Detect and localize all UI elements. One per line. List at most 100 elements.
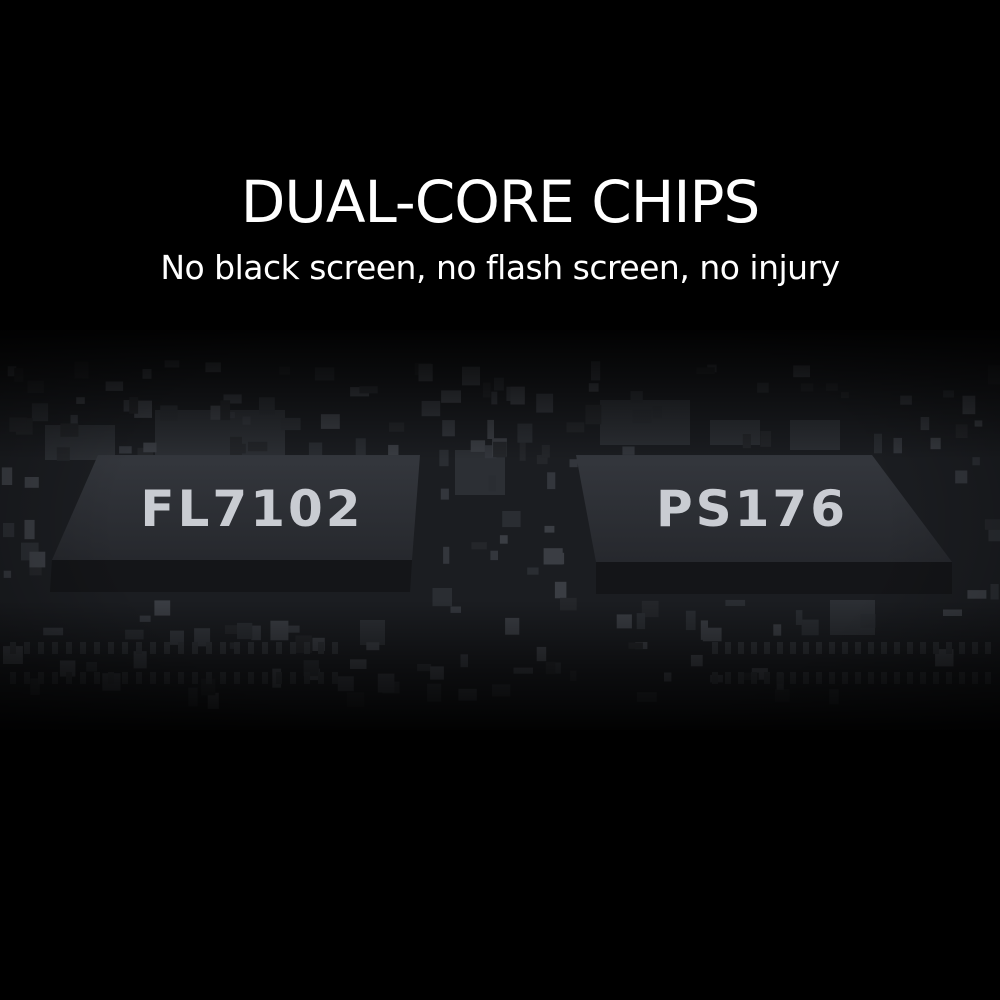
- component-smd: [1, 467, 13, 485]
- component-smd: [139, 615, 151, 622]
- pin: [206, 642, 212, 654]
- component-smd: [74, 361, 89, 379]
- pin: [738, 642, 744, 654]
- pin: [52, 642, 58, 654]
- component-smd: [757, 382, 769, 393]
- component-smd: [685, 610, 696, 631]
- component-smd: [471, 542, 487, 550]
- component-smd: [760, 431, 772, 447]
- component-smd: [554, 581, 567, 599]
- component-smd: [31, 403, 49, 422]
- component-smd: [205, 362, 221, 373]
- component-smd: [570, 670, 577, 681]
- chip-right-side: [596, 562, 952, 594]
- component-smd: [143, 442, 157, 453]
- component-smd: [142, 369, 152, 379]
- component-smd: [795, 610, 803, 625]
- pin: [38, 642, 44, 654]
- pin: [803, 642, 809, 654]
- component-smd: [517, 423, 533, 443]
- pin: [764, 642, 770, 654]
- component-smd: [955, 424, 968, 438]
- component-smd: [972, 457, 980, 466]
- pin: [262, 642, 268, 654]
- pin: [907, 642, 913, 654]
- component-smd: [440, 488, 449, 500]
- pin: [829, 642, 835, 654]
- pin: [10, 672, 16, 684]
- pin: [24, 642, 30, 654]
- component-smd: [700, 620, 708, 640]
- pin: [304, 672, 310, 684]
- pin: [933, 642, 939, 654]
- component-smd: [43, 627, 64, 636]
- component-smd: [366, 642, 380, 651]
- component-smd: [632, 409, 652, 424]
- component-smd: [230, 436, 242, 456]
- component-smd: [493, 441, 507, 458]
- pin: [725, 672, 731, 684]
- component-block: [710, 420, 760, 445]
- component-smd: [860, 614, 876, 628]
- component-smd: [652, 406, 662, 419]
- pin: [332, 642, 338, 654]
- component-smd: [164, 360, 180, 368]
- pin: [122, 672, 128, 684]
- pin: [868, 642, 874, 654]
- component-smd: [696, 367, 715, 374]
- component-smd: [270, 620, 289, 641]
- pin: [816, 672, 822, 684]
- component-smd: [519, 441, 526, 461]
- component-smd: [974, 420, 983, 427]
- component-smd: [470, 440, 486, 452]
- component-smd: [616, 614, 632, 629]
- pin: [959, 642, 965, 654]
- component-smd: [801, 619, 819, 636]
- component-smd: [793, 365, 810, 378]
- pin: [712, 672, 718, 684]
- pin: [881, 642, 887, 654]
- component-smd: [874, 433, 882, 454]
- pin: [248, 642, 254, 654]
- pin: [318, 642, 324, 654]
- pin: [108, 672, 114, 684]
- pin: [150, 672, 156, 684]
- component-smd: [636, 692, 657, 702]
- component-smd: [441, 390, 461, 403]
- component-smd: [337, 676, 354, 692]
- pin: [972, 642, 978, 654]
- component-block: [790, 420, 840, 450]
- pin: [304, 642, 310, 654]
- pin: [803, 672, 809, 684]
- pin: [290, 672, 296, 684]
- pin: [894, 672, 900, 684]
- component-smd: [119, 446, 132, 454]
- pin: [933, 672, 939, 684]
- pin: [276, 672, 282, 684]
- component-smd: [841, 391, 849, 399]
- component-smd: [893, 437, 902, 454]
- component-smd: [636, 613, 646, 630]
- component-smd: [279, 366, 290, 375]
- component-smd: [105, 381, 124, 391]
- pin: [777, 672, 783, 684]
- component-smd: [482, 382, 491, 398]
- pin: [985, 672, 991, 684]
- pin: [738, 672, 744, 684]
- component-smd: [251, 625, 261, 641]
- component-smd: [505, 617, 520, 635]
- component-smd: [350, 659, 367, 669]
- component-block: [360, 620, 385, 645]
- pin: [24, 672, 30, 684]
- component-smd: [359, 386, 378, 394]
- pin: [855, 672, 861, 684]
- component-smd: [527, 567, 539, 575]
- pin: [192, 672, 198, 684]
- pin: [946, 672, 952, 684]
- component-smd: [510, 386, 525, 405]
- component-smd: [430, 666, 444, 680]
- component-smd: [308, 442, 323, 457]
- component-smd: [248, 441, 268, 452]
- pin: [192, 642, 198, 654]
